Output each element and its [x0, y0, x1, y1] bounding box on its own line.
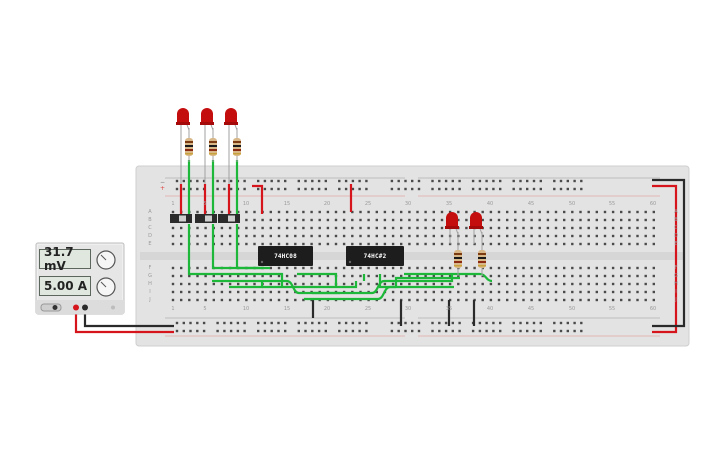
slide-switch-1[interactable] [170, 214, 192, 223]
column-number-bottom: 30 [404, 306, 412, 312]
chip-74hc32-label: 74HC#2 [363, 253, 387, 260]
row-letter: H [674, 281, 678, 287]
row-letter: B [148, 217, 152, 223]
column-number-top: 15 [283, 201, 291, 207]
psu-positive-terminal[interactable] [73, 304, 79, 311]
psu-gnd-terminal [111, 305, 115, 310]
row-letter: F [148, 265, 152, 271]
column-number-bottom: 60 [649, 306, 657, 312]
column-number-top: 30 [404, 201, 412, 207]
column-number-top: 5 [203, 201, 207, 207]
wire-green-j[interactable] [404, 272, 493, 283]
column-number-top: 40 [486, 201, 494, 207]
column-number-bottom: 50 [568, 306, 576, 312]
row-letter: A [148, 209, 152, 215]
voltage-display: 31.7 mV [39, 245, 91, 273]
column-number-top: 60 [649, 201, 657, 207]
row-letter: F [674, 265, 678, 271]
row-letter: B [674, 217, 678, 223]
row-letter: C [148, 225, 152, 231]
column-number-bottom: 35 [445, 306, 453, 312]
led-3[interactable] [224, 108, 238, 184]
column-number-bottom: 1 [171, 306, 175, 312]
column-number-bottom: 40 [486, 306, 494, 312]
wire-green-d[interactable] [297, 272, 338, 287]
resistor-3[interactable] [233, 128, 241, 162]
row-letter: J [149, 297, 151, 303]
row-letter: E [148, 241, 152, 247]
led-4[interactable] [445, 212, 459, 244]
wires [74, 160, 686, 334]
wire-green-f[interactable] [312, 274, 454, 295]
column-number-top: 25 [364, 201, 372, 207]
row-letter: J [675, 297, 677, 303]
row-letter: C [674, 225, 678, 231]
row-letter: G [674, 273, 678, 279]
wire-red-psu-positive[interactable] [74, 308, 174, 334]
slide-switch-3[interactable] [218, 214, 240, 223]
resistor-1[interactable] [185, 128, 193, 162]
row-letter: G [148, 273, 152, 279]
wire-green-i[interactable] [394, 276, 460, 287]
row-letter: A [674, 209, 678, 215]
row-letter: I [675, 289, 677, 295]
slide-switch-2[interactable] [195, 214, 217, 223]
power-switch[interactable] [40, 303, 62, 312]
row-letter: I [149, 289, 151, 295]
led-2[interactable] [200, 108, 214, 184]
column-number-bottom: 20 [323, 306, 331, 312]
column-number-bottom: 10 [242, 306, 250, 312]
resistor-4[interactable] [454, 232, 462, 276]
psu-negative-terminal[interactable] [82, 304, 88, 311]
resistor-5[interactable] [478, 232, 486, 276]
column-number-top: 45 [527, 201, 535, 207]
chip-74hc08-body[interactable] [258, 246, 313, 266]
led-5[interactable] [469, 212, 483, 244]
breadboard-center-channel [140, 252, 685, 260]
wire-red-rail-bridge[interactable] [652, 184, 678, 334]
column-number-top: 35 [445, 201, 453, 207]
wire-red-vcc-chip1[interactable] [252, 184, 264, 214]
top-rail-minus-sign: − [160, 179, 165, 186]
column-number-bottom: 45 [527, 306, 535, 312]
wire-green-h[interactable] [378, 274, 396, 289]
column-number-top: 55 [608, 201, 616, 207]
chip-74hc08-label: 74HC08 [274, 253, 297, 260]
column-number-top: 50 [568, 201, 576, 207]
row-letter: H [148, 281, 152, 287]
row-letter: E [674, 241, 678, 247]
chip-74hc32-notch [348, 260, 352, 264]
column-number-bottom: 55 [608, 306, 616, 312]
column-number-top: 1 [171, 201, 175, 207]
wire-green-sw3-out[interactable] [235, 224, 262, 270]
row-letter: D [148, 233, 152, 239]
power-switch-dot [52, 305, 58, 310]
column-number-bottom: 5 [203, 306, 207, 312]
column-number-top: 10 [242, 201, 250, 207]
chip-74hc08-notch [260, 260, 264, 264]
resistor-2[interactable] [209, 128, 217, 162]
chip-74hc32-body[interactable] [346, 246, 404, 266]
wire-black-rail-bridge[interactable] [652, 178, 686, 328]
column-number-bottom: 25 [364, 306, 372, 312]
row-letter: D [674, 233, 678, 239]
column-number-bottom: 15 [283, 306, 291, 312]
led-1[interactable] [176, 108, 190, 184]
current-display: 5.00 A [39, 276, 91, 296]
column-number-top: 20 [323, 201, 331, 207]
wire-green-c[interactable] [262, 281, 358, 289]
top-rail-plus-sign: + [160, 185, 165, 192]
